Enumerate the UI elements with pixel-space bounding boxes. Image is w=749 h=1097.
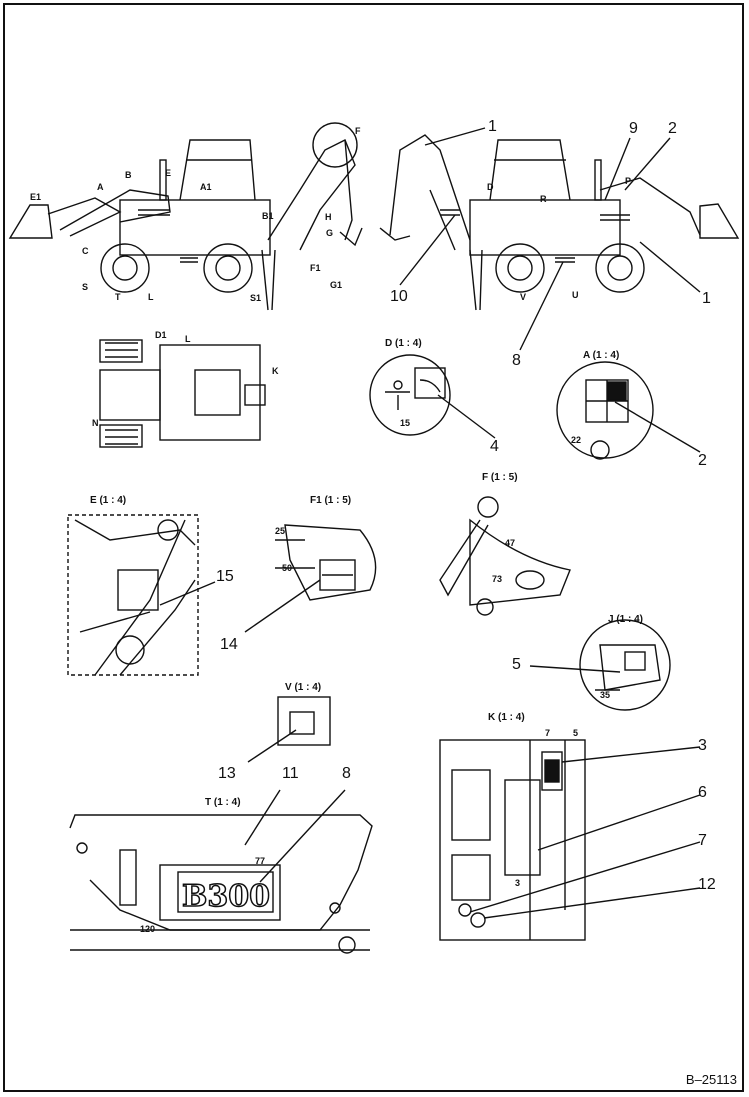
callout-1-a: 1 [488,118,497,135]
detail-a [556,361,701,460]
callout-5: 5 [512,656,521,673]
dim-15: 15 [400,418,411,428]
label-f1: F1 [310,263,321,273]
label-g: G [326,228,334,238]
callout-12: 12 [698,876,716,893]
detail-title-f1: F1 (1 : 5) [310,495,352,506]
detail-title-a: A (1 : 4) [583,350,620,361]
detail-f [439,496,571,616]
label-h: H [325,212,332,222]
b300-decal-text: B300 [182,879,270,914]
label-u: U [572,290,579,300]
dim-47: 47 [505,538,516,548]
callout-1-b: 1 [702,290,711,307]
detail-k [439,739,701,941]
document-number: B–25113 [685,1072,737,1087]
label-n: N [92,418,99,428]
drawing-frame [3,3,744,1092]
dim-3: 3 [515,878,521,888]
label-a1: A1 [200,182,212,192]
callout-9: 9 [629,120,638,137]
detail-j [529,619,671,711]
detail-f1 [244,524,377,633]
dim-22: 22 [571,435,582,445]
label-c: C [82,246,89,256]
label-r: R [540,194,547,204]
callout-2-b: 2 [698,452,707,469]
detail-title-v: V (1 : 4) [285,682,322,693]
callout-2-a: 2 [668,120,677,137]
callout-15: 15 [216,568,234,585]
label-t: T [115,292,121,302]
callout-3: 3 [698,737,707,754]
label-v: V [520,292,527,302]
callout-7: 7 [698,832,707,849]
label-l-top: L [185,334,191,344]
detail-t [69,789,373,954]
detail-title-d: D (1 : 4) [385,338,422,349]
dim-120: 120 [140,924,156,934]
label-f: F [355,126,361,136]
machine-right-side-view [379,134,740,311]
callout-6: 6 [698,784,707,801]
dim-5: 5 [573,728,579,738]
dim-77: 77 [255,856,266,866]
label-s1: S1 [250,293,262,303]
callout-13: 13 [218,765,236,782]
label-d1: D1 [155,330,167,340]
label-a: A [97,182,104,192]
label-k: K [272,366,279,376]
callout-4: 4 [490,438,499,455]
label-p: P [625,176,632,186]
detail-title-f: F (1 : 5) [482,472,518,483]
label-b1: B1 [262,211,274,221]
label-l: L [148,292,154,302]
callout-14: 14 [220,636,238,653]
callout-8-a: 8 [512,352,521,369]
callout-10: 10 [390,288,408,305]
label-e1: E1 [30,192,42,202]
dim-7: 7 [545,728,551,738]
detail-d [369,354,496,439]
dim-50: 50 [282,563,293,573]
detail-title-e: E (1 : 4) [90,495,127,506]
detail-title-k: K (1 : 4) [488,712,525,723]
label-g1: G1 [330,280,343,290]
dim-35: 35 [600,690,611,700]
detail-e [67,514,216,676]
dim-25: 25 [275,526,286,536]
dim-73: 73 [492,574,503,584]
label-d: D [487,182,494,192]
callout-11: 11 [282,765,299,782]
detail-v [247,696,331,763]
machine-top-view [99,339,266,448]
detail-title-j: J (1 : 4) [608,614,644,625]
machine-left-side-view [8,122,363,311]
label-e: E [165,168,172,178]
label-b: B [125,170,132,180]
callout-8-b: 8 [342,765,351,782]
label-s: S [82,282,89,292]
detail-title-t: T (1 : 4) [205,797,241,808]
